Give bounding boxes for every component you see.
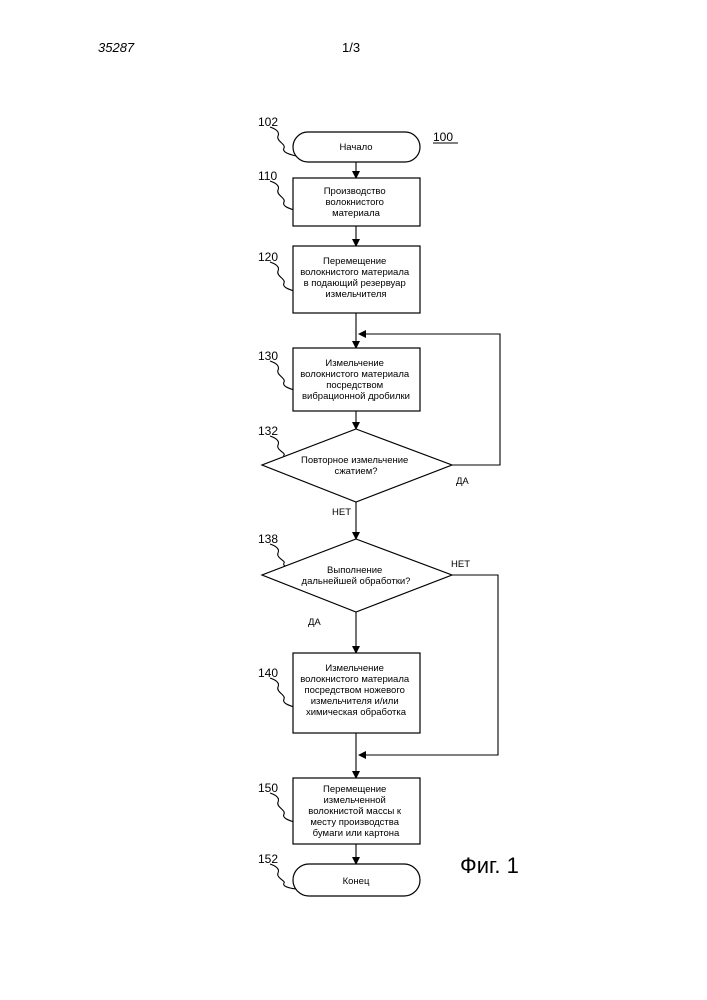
figure-caption: Фиг. 1	[460, 853, 519, 878]
branch-138-no: НЕТ	[451, 559, 470, 570]
ref-110: 110	[258, 169, 277, 183]
reference-leaders	[270, 127, 296, 889]
leader-130	[270, 361, 294, 390]
leader-150	[270, 793, 294, 822]
leader-152	[270, 864, 296, 889]
ref-150: 150	[258, 781, 278, 795]
figure-ref-100: 100	[433, 130, 453, 144]
ref-140: 140	[258, 666, 278, 680]
leader-102	[270, 127, 296, 156]
ref-132: 132	[258, 424, 278, 438]
ref-130: 130	[258, 349, 278, 363]
leader-110	[270, 181, 294, 210]
ref-152: 152	[258, 852, 278, 866]
branch-132-yes: ДА	[456, 476, 469, 487]
ref-138: 138	[258, 532, 278, 546]
end-label: Конец	[343, 876, 370, 887]
branch-138-yes: ДА	[308, 617, 321, 628]
branch-132-no: НЕТ	[332, 507, 351, 518]
ref-102: 102	[258, 115, 278, 129]
step-110-label: Производство волокнистого материала	[324, 186, 389, 219]
ref-120: 120	[258, 250, 278, 264]
leader-120	[270, 262, 294, 291]
start-label: Начало	[339, 142, 372, 153]
leader-140	[270, 678, 294, 707]
